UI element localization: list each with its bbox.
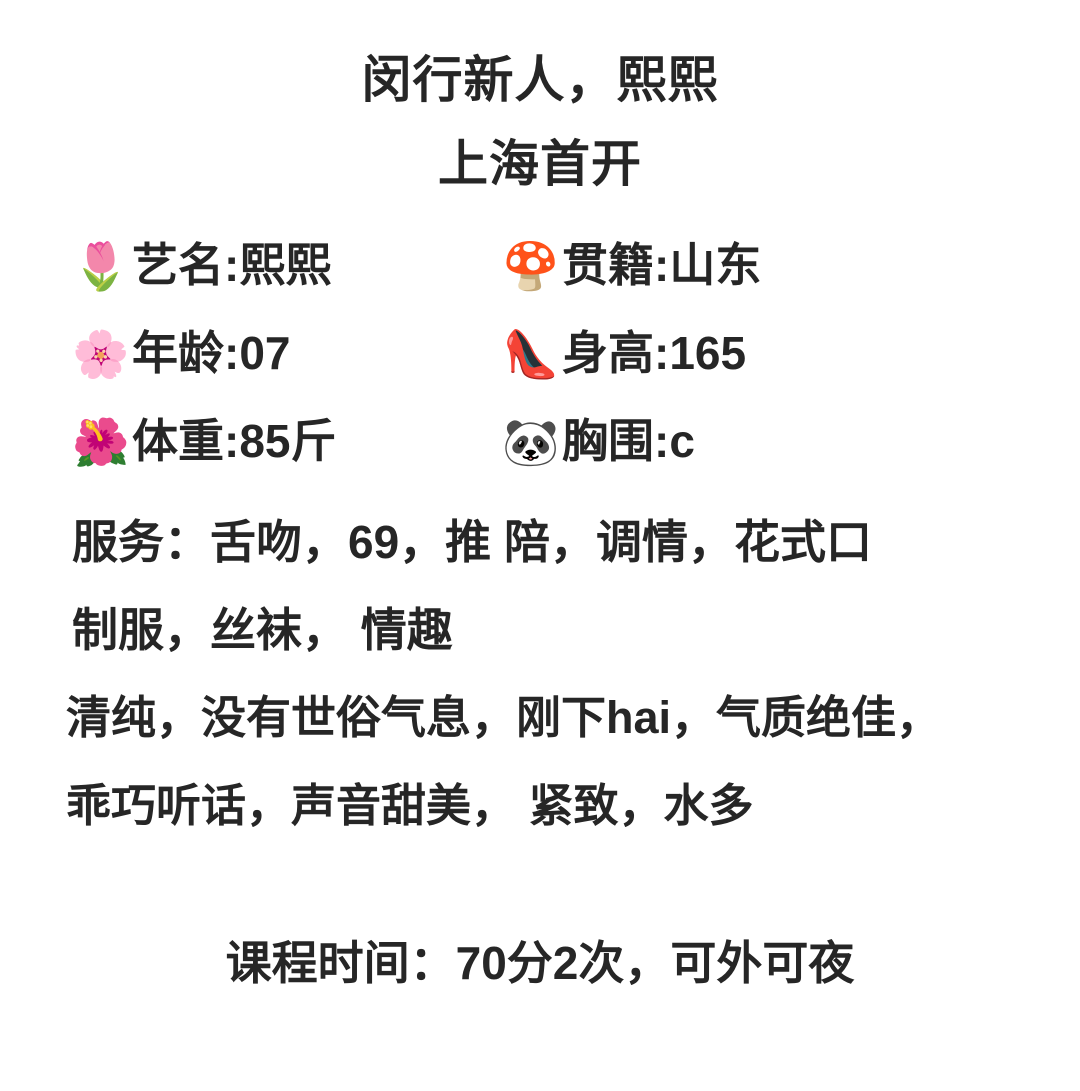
spec-item-label: 艺名:熙熙 (132, 239, 332, 292)
spec-item-hometown: 🍄 贯籍:山东 (502, 238, 932, 293)
panda-emoji: 🐼 (502, 415, 560, 469)
cherry-blossom-emoji: 🌸 (72, 327, 130, 381)
spec-row: 🌸 年龄:07 👠 身高:165 (72, 310, 1012, 398)
spec-row: 🌷 艺名:熙熙 🍄 贯籍:山东 (72, 222, 1012, 310)
spec-grid: 🌷 艺名:熙熙 🍄 贯籍:山东 🌸 年龄:07 👠 身高:165 🌺 体重:85… (72, 222, 1012, 486)
spec-item-weight: 🌺 体重:85斤 (72, 414, 502, 469)
spec-item-label: 胸围:c (562, 415, 695, 468)
description-line-2: 乖巧听话，声音甜美， 紧致，水多 (66, 780, 754, 831)
spec-item-label: 身高:165 (562, 327, 747, 380)
services-line-2: 制服，丝袜， 情趣 (72, 604, 453, 656)
page-title-line-1: 闵行新人，熙熙 (361, 52, 719, 108)
services-block: 服务：舌吻，69，推 陪，调情，花式口 制服，丝袜， 情趣 (72, 498, 1032, 674)
services-line-1: 服务：舌吻，69，推 陪，调情，花式口 (72, 516, 872, 568)
spec-item-bust: 🐼 胸围:c (502, 414, 932, 469)
tulip-emoji: 🌷 (72, 239, 130, 293)
footer-block: 课程时间：70分2次，可外可夜 (0, 930, 1080, 996)
spec-item-age: 🌸 年龄:07 (72, 326, 502, 381)
course-time-text: 课程时间：70分2次，可外可夜 (225, 937, 855, 989)
spec-item-height: 👠 身高:165 (502, 326, 932, 381)
hibiscus-emoji: 🌺 (72, 415, 130, 469)
title-block: 闵行新人，熙熙 上海首开 (0, 42, 1080, 202)
description-line-1: 清纯，没有世俗气息，刚下hai，气质绝佳， (66, 692, 942, 743)
spec-item-label: 贯籍:山东 (562, 239, 762, 292)
mushroom-emoji: 🍄 (502, 239, 560, 293)
page-title-line-2: 上海首开 (438, 136, 642, 192)
description-block: 清纯，没有世俗气息，刚下hai，气质绝佳， 乖巧听话，声音甜美， 紧致，水多 (66, 674, 1066, 850)
spec-item-stage-name: 🌷 艺名:熙熙 (72, 238, 502, 293)
spec-item-label: 体重:85斤 (132, 415, 337, 468)
high-heel-emoji: 👠 (502, 327, 560, 381)
spec-row: 🌺 体重:85斤 🐼 胸围:c (72, 398, 1012, 486)
spec-item-label: 年龄:07 (132, 327, 291, 380)
